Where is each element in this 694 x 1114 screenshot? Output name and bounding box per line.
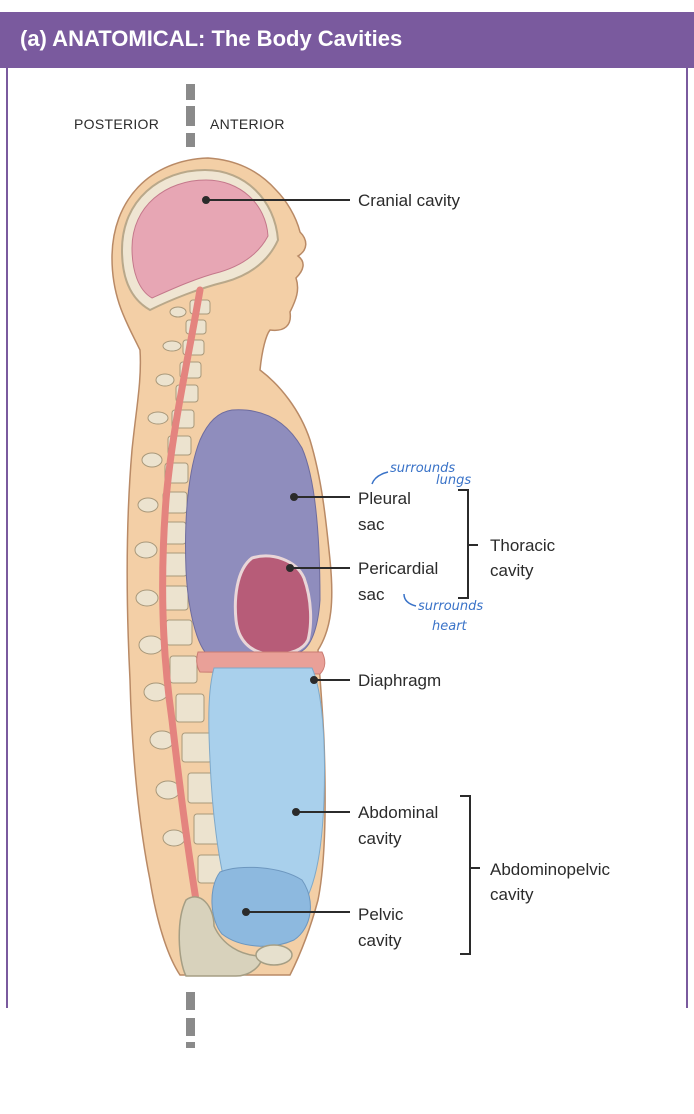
abdominopelvic-cavity-label-line2: cavity [490, 885, 534, 904]
pubic-bone [255, 944, 293, 966]
abdominopelvic-bracket [460, 795, 480, 955]
abdominopelvic-cavity-label-line1: Abdominopelvic [490, 860, 611, 879]
abdominal-cavity-label-line1: Abdominal [358, 803, 438, 822]
heart-annotation-line2: heart [432, 619, 468, 634]
pericardial-sac-label-line2: sac [358, 585, 385, 604]
pelvic-cavity-label-line2: cavity [358, 931, 402, 950]
anterior-label: ANTERIOR [210, 116, 285, 132]
pelvic-cavity-label-line1: Pelvic [358, 905, 404, 924]
vertebral-column [161, 299, 227, 884]
posterior-label: POSTERIOR [74, 116, 159, 132]
abdominal-cavity-label-line2: cavity [358, 829, 402, 848]
spinous-processes [134, 306, 187, 847]
thoracic-cavity-label-line2: cavity [490, 561, 534, 580]
pleural-sac-label-line2: sac [358, 515, 385, 534]
lungs-annotation-line2: lungs [436, 473, 471, 488]
thoracic-cavity-label-line1: Thoracic [490, 536, 556, 555]
pericardial-sac-label-line1: Pericardial [358, 559, 438, 578]
pericardial-sac [233, 554, 313, 656]
spinal-cord [159, 286, 204, 904]
leader-lines [202, 196, 350, 916]
heart-annotation-line1: surrounds [418, 599, 483, 614]
pleural-sac-label-line1: Pleural [358, 489, 411, 508]
left-border [6, 68, 8, 1008]
lungs-annotation-curve [371, 471, 389, 485]
right-border [686, 68, 688, 1008]
heart-annotation-curve [403, 593, 417, 607]
lungs-annotation-line1: surrounds [390, 461, 455, 476]
diaphragm-label: Diaphragm [358, 671, 441, 690]
pelvic-cavity [211, 866, 311, 947]
cranial-cavity [131, 179, 269, 299]
cranial-cavity-label: Cranial cavity [358, 191, 461, 210]
figure-title: (a) ANATOMICAL: The Body Cavities [20, 26, 403, 51]
header-bar [0, 12, 694, 68]
thoracic-bracket [458, 489, 478, 599]
midline-axis [186, 84, 195, 1048]
